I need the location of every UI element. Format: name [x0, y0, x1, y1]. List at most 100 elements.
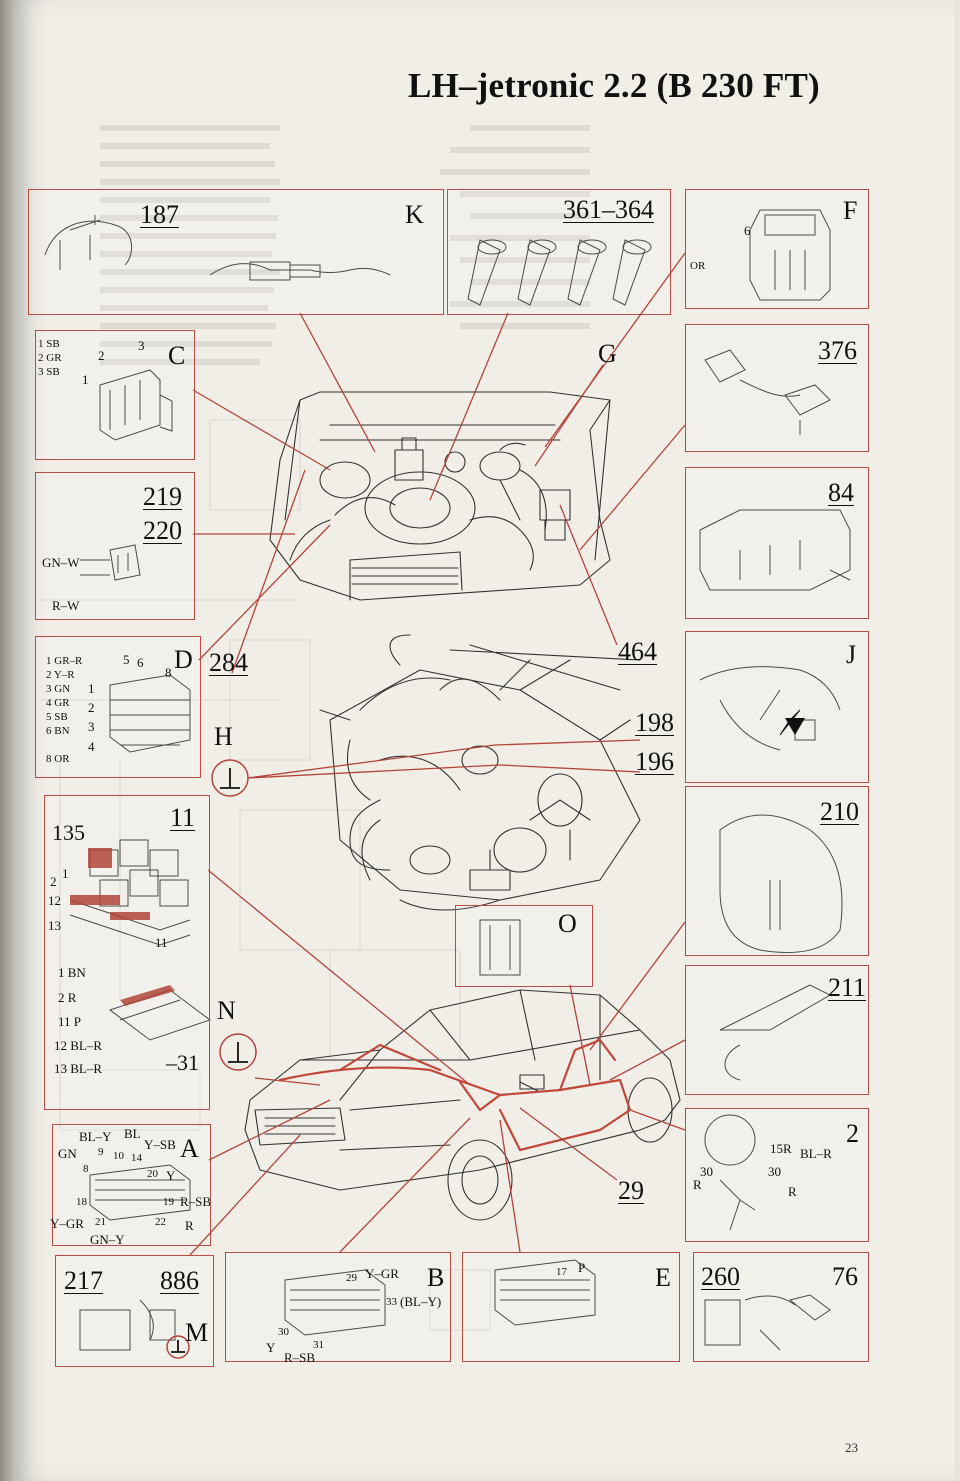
b-y-gr: Y–GR	[365, 1266, 399, 1281]
engine-illustration	[319, 634, 641, 911]
e-17: 17	[556, 1266, 567, 1278]
box-a	[52, 1124, 211, 1246]
box-2	[685, 1108, 869, 1242]
callout-220: 220	[143, 516, 182, 545]
a-r-sb: R–SB	[180, 1194, 212, 1209]
callout-31: –31	[166, 1050, 199, 1075]
callout-198: 198	[635, 708, 674, 737]
s2-r-a: R	[693, 1177, 702, 1192]
b11-label-2: 2	[50, 874, 57, 889]
callout-2: 2	[846, 1119, 859, 1148]
d-label-6: 6	[137, 655, 144, 670]
callout-c: C	[168, 341, 186, 370]
a-gn-y: GN–Y	[90, 1232, 125, 1247]
d-label-3: 3	[88, 719, 95, 734]
callout-f: F	[843, 196, 858, 225]
s2-r-b: R	[788, 1184, 797, 1199]
a-20: 20	[147, 1168, 158, 1180]
engine-bay-illustration	[269, 391, 611, 601]
a-22: 22	[155, 1216, 166, 1228]
d-label-1: 1	[88, 681, 95, 696]
d-pin-5: 5 SB	[46, 711, 68, 723]
d-pin-2: 2 Y–R	[46, 669, 75, 681]
box-d	[35, 636, 201, 778]
b11-pin-13: 13 BL–R	[54, 1061, 103, 1076]
callout-11: 11	[170, 803, 196, 832]
page-title: LH–jetronic 2.2 (B 230 FT)	[408, 66, 820, 105]
callout-h: H	[214, 722, 233, 751]
b11-label-1: 1	[62, 866, 69, 881]
box-187-k	[28, 189, 444, 315]
callout-84: 84	[828, 478, 854, 507]
b11-label-13: 13	[48, 918, 61, 933]
b-31: 31	[313, 1339, 324, 1351]
box-210	[685, 786, 869, 956]
c-label-1: 1	[82, 372, 89, 387]
a-y: Y	[166, 1168, 176, 1183]
s2-30b: 30	[768, 1164, 781, 1179]
a-bl-y: BL–Y	[79, 1129, 112, 1144]
b-bl-y: (BL–Y)	[400, 1294, 442, 1309]
callout-886: 886	[160, 1266, 199, 1295]
c-label-2: 2	[98, 348, 105, 363]
b11-pin-12: 12 BL–R	[54, 1038, 103, 1053]
a-9: 9	[98, 1146, 104, 1158]
callout-376: 376	[818, 336, 857, 365]
callout-b: B	[427, 1263, 445, 1292]
b11-label-11: 11	[155, 935, 168, 950]
callout-210: 210	[820, 797, 859, 826]
f-wire-or: OR	[690, 260, 706, 272]
b-y: Y	[266, 1340, 276, 1355]
a-r: R	[185, 1218, 194, 1233]
callout-135: 135	[52, 820, 85, 845]
callout-284: 284	[209, 648, 248, 677]
callout-187: 187	[140, 200, 179, 229]
box-e	[462, 1252, 680, 1362]
box-219-220	[35, 472, 195, 620]
a-gn: GN	[58, 1146, 77, 1161]
callout-361-364: 361–364	[563, 195, 654, 224]
callout-n: N	[217, 996, 236, 1025]
s2-bl-r: BL–R	[800, 1146, 832, 1161]
b11-pin-2: 2 R	[58, 990, 77, 1005]
w219-r-w: R–W	[52, 598, 80, 613]
callout-e: E	[655, 1263, 671, 1292]
c-pin-2: 2 GR	[38, 352, 62, 364]
callout-k: K	[405, 200, 424, 229]
b-33: 33	[386, 1296, 397, 1308]
box-f	[685, 189, 869, 309]
component-sketches	[44, 209, 851, 1351]
b11-label-12: 12	[48, 893, 61, 908]
callout-d: D	[174, 645, 193, 674]
b-30: 30	[278, 1326, 289, 1338]
d-label-5: 5	[123, 652, 130, 667]
callout-a: A	[180, 1134, 199, 1163]
a-bl: BL	[124, 1126, 141, 1141]
callout-29: 29	[618, 1176, 644, 1205]
callout-217: 217	[64, 1266, 103, 1295]
box-84	[685, 467, 869, 619]
car-illustration	[244, 989, 681, 1221]
callout-464: 464	[618, 637, 657, 666]
a-y-gr: Y–GR	[50, 1216, 84, 1231]
box-b	[225, 1252, 451, 1362]
box-j	[685, 631, 869, 783]
a-8: 8	[83, 1163, 89, 1175]
callout-g: G	[598, 339, 617, 368]
box-c	[35, 330, 195, 460]
e-p: P	[578, 1260, 586, 1275]
d-label-4: 4	[88, 739, 95, 754]
a-14: 14	[131, 1152, 142, 1164]
callout-m: M	[185, 1318, 209, 1347]
callout-76: 76	[832, 1262, 858, 1291]
s2-15r: 15R	[770, 1141, 792, 1156]
b-29: 29	[346, 1272, 357, 1284]
f-pin-6: 6	[744, 223, 751, 238]
a-y-sb: Y–SB	[144, 1137, 176, 1152]
c-pin-3: 3 SB	[38, 366, 60, 378]
b11-pin-1: 1 BN	[58, 965, 86, 980]
box-260-76	[693, 1252, 869, 1362]
box-376	[685, 324, 869, 452]
a-10: 10	[113, 1150, 124, 1162]
callout-211: 211	[828, 973, 867, 1002]
